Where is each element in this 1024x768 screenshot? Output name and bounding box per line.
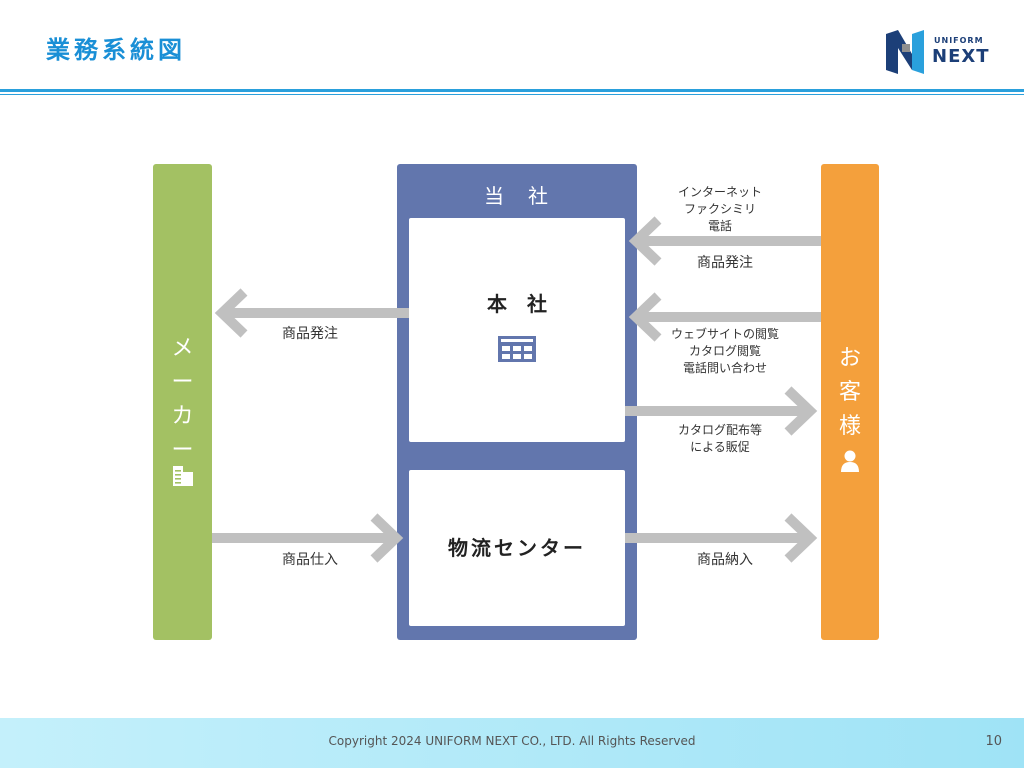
factory-icon	[173, 466, 193, 486]
label-order-to-maker: 商品発注	[250, 326, 370, 343]
arrow-promotion	[625, 386, 818, 436]
maker-label-char: ー	[171, 370, 194, 395]
label-text: カタログ閲覧	[688, 344, 761, 358]
label-promotion: カタログ配布等 による販促	[650, 422, 790, 456]
company-title: 当 社	[484, 184, 550, 208]
customer-label: お 客 様	[821, 342, 879, 444]
company-column: 当 社 本 社 物流センター	[397, 164, 637, 640]
arrow-purchase-from-maker	[212, 513, 404, 563]
label-text: 商品納入	[697, 552, 753, 568]
arrow-order-to-maker	[214, 288, 409, 338]
label-text: ウェブサイトの閲覧	[670, 327, 779, 341]
company-logo: UNIFORM NEXT	[884, 30, 994, 74]
label-text: 商品発注	[282, 326, 338, 342]
copyright-text: Copyright 2024 UNIFORM NEXT CO., LTD. Al…	[328, 734, 696, 748]
customer-column: お 客 様	[821, 164, 879, 640]
person-icon	[841, 450, 859, 472]
label-customer-browse: ウェブサイトの閲覧 カタログ閲覧 電話問い合わせ	[650, 326, 800, 377]
customer-label-char: 客	[838, 380, 861, 405]
label-delivery: 商品納入	[660, 552, 790, 569]
header-rule	[0, 89, 1024, 92]
label-text: 電話問い合わせ	[682, 361, 767, 375]
label-text: 商品発注	[697, 255, 753, 271]
arrow-customer-order	[628, 216, 821, 266]
logo-text-uniform: UNIFORM	[934, 36, 984, 45]
logo-text-next: NEXT	[932, 46, 990, 67]
label-customer-order: 商品発注	[660, 255, 790, 272]
maker-label-char: カ	[171, 404, 194, 429]
maker-label-char: ー	[171, 438, 194, 463]
office-building-icon	[498, 336, 536, 362]
page-number: 10	[985, 734, 1002, 749]
label-text: による販促	[690, 440, 750, 454]
footer: Copyright 2024 UNIFORM NEXT CO., LTD. Al…	[0, 718, 1024, 768]
header-rule-thin	[0, 94, 1024, 95]
page-title: 業務系統図	[46, 36, 186, 64]
arrow-customer-browse	[628, 292, 821, 342]
label-customer-order-channels: インターネット ファクシミリ 電話	[650, 184, 790, 235]
headquarters-box: 本 社	[409, 218, 625, 442]
label-text: 電話	[707, 219, 732, 233]
label-text: カタログ配布等	[677, 423, 762, 437]
distribution-center-label: 物流センター	[448, 536, 586, 560]
label-text: 商品仕入	[282, 552, 338, 568]
maker-label-char: メ	[171, 336, 194, 361]
maker-column: メ ー カ ー	[153, 164, 212, 640]
customer-label-char: お	[838, 346, 861, 371]
headquarters-label: 本 社	[487, 292, 547, 316]
arrow-delivery	[625, 513, 818, 563]
logo-mark-icon	[886, 30, 924, 74]
distribution-center-box: 物流センター	[409, 470, 625, 626]
label-purchase-from-maker: 商品仕入	[250, 552, 370, 569]
customer-label-char: 様	[838, 414, 861, 439]
maker-label: メ ー カ ー	[153, 332, 212, 468]
label-text: インターネット	[677, 185, 762, 199]
label-text: ファクシミリ	[683, 202, 756, 216]
